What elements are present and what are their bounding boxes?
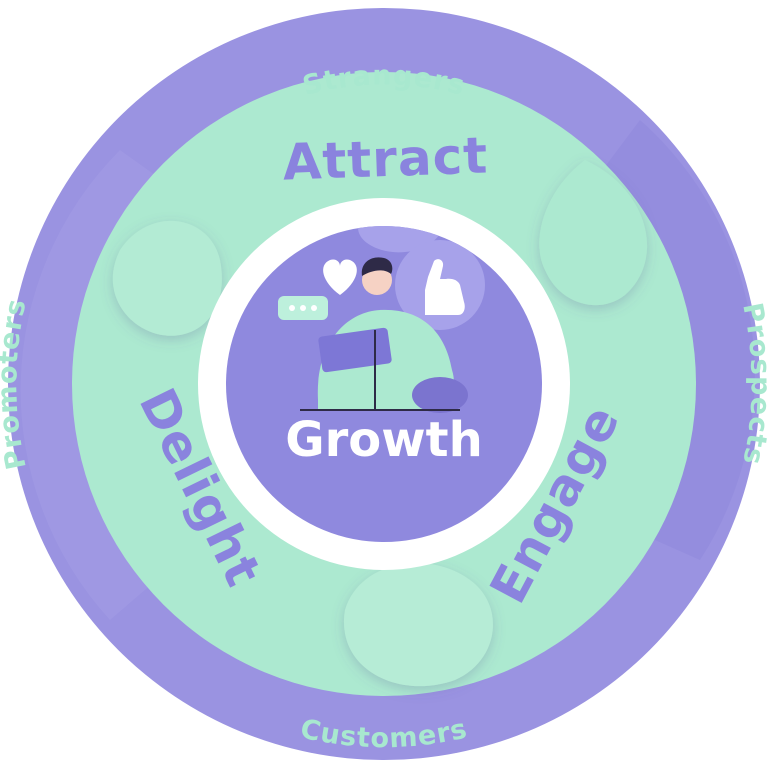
- chat-dot-3: [311, 305, 317, 311]
- chat-dot-1: [289, 305, 295, 311]
- heart-icon: [323, 259, 357, 295]
- stage-label-attract: Attract: [282, 126, 489, 191]
- engage-segment-cap: [343, 563, 493, 687]
- person-hair: [361, 257, 393, 276]
- center-label: Growth: [285, 412, 483, 468]
- thumbs-up-icon: [425, 259, 465, 315]
- laptop-icon: [318, 327, 392, 373]
- delight-segment-cap: [112, 220, 222, 336]
- attract-segment-cap: [539, 160, 648, 306]
- plant-shape: [412, 377, 468, 413]
- chat-dot-2: [300, 305, 306, 311]
- person-head: [362, 265, 392, 295]
